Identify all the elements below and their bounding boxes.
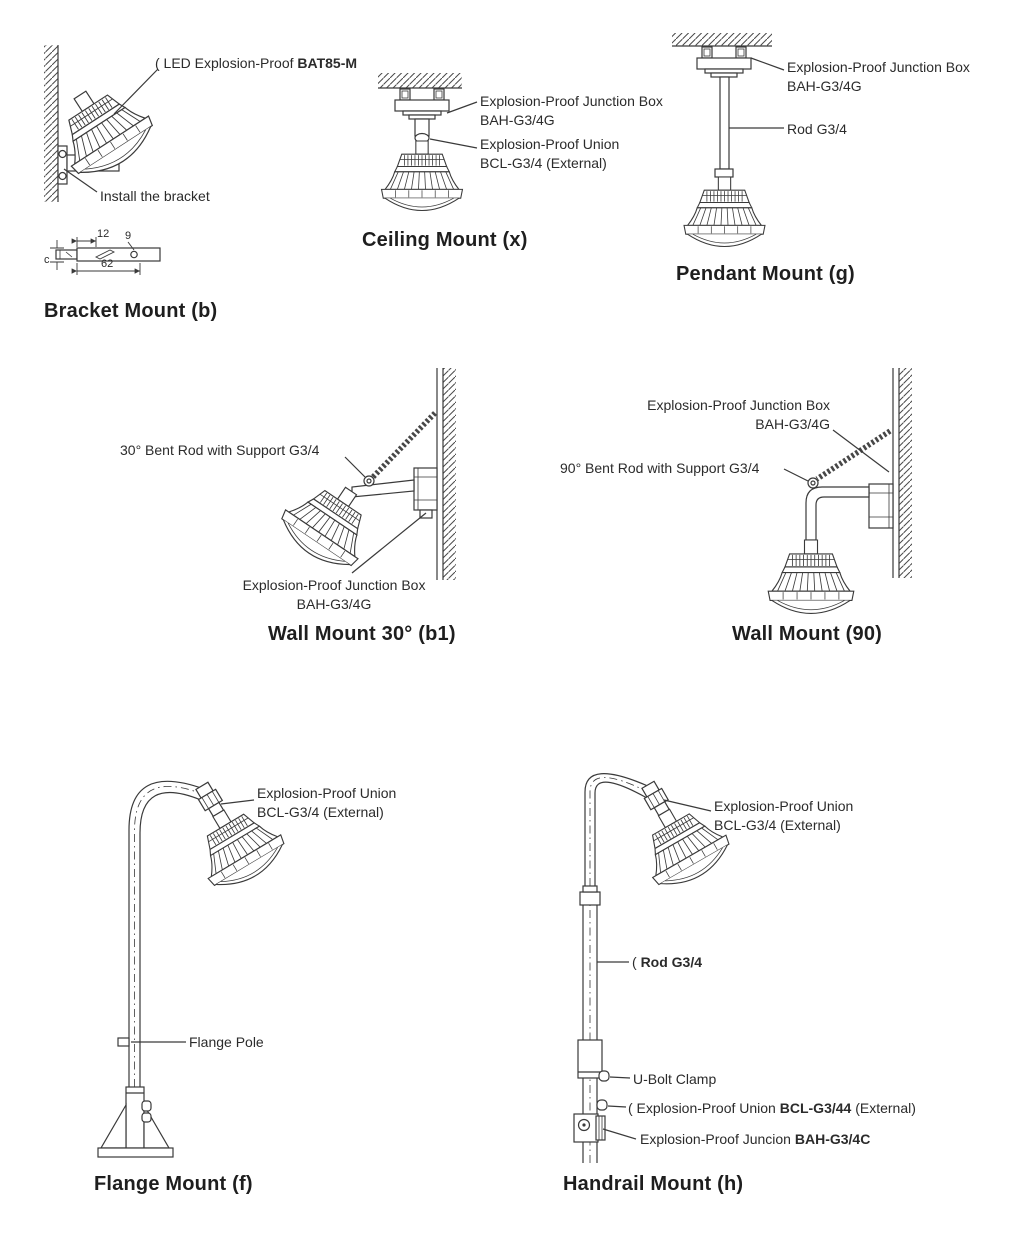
label-handrail-union: Explosion-Proof Union BCL-G3/4 (External… [714,797,853,835]
figure-title-wall-mount-90: Wall Mount (90) [732,623,883,645]
figure-title-ceiling-mount: Ceiling Mount (x) [362,229,528,251]
label-pendant-junction-box: Explosion-Proof Junction Box BAH-G3/4G [787,58,970,96]
dim-12: 12 [97,228,110,240]
ceiling-mount-drawing [378,73,478,212]
label-handrail-union-line2: BCL-G3/4 (External) [714,817,841,833]
label-handrail-union-line1: Explosion-Proof Union [714,798,854,814]
label-handrail-union2: ( Explosion-Proof Union BCL-G3/44 (Exter… [628,1099,916,1118]
dim-62: 62 [101,258,114,270]
label-handrail-rod: ( Rod G3/4 [632,953,702,972]
label-handrail-rod-text: Rod G3/4 [640,954,703,970]
label-led-fixture-model: BAT85-M [297,55,358,71]
label-flange-union: Explosion-Proof Union BCL-G3/4 (External… [257,784,396,822]
label-wall30-junction-line1: Explosion-Proof Junction Box [242,577,426,593]
label-handrail-junction-box: Explosion-Proof Juncion BAH-G3/4C [640,1130,870,1149]
label-wall90-junction-line1: Explosion-Proof Junction Box [647,397,830,413]
label-flange-union-line1: Explosion-Proof Union [257,785,397,801]
label-handrail-union2-prefix: ( Explosion-Proof Union [628,1100,780,1116]
label-led-fixture-text: ( LED Explosion-Proof [155,55,298,71]
label-ceiling-junction-line1: Explosion-Proof Junction Box [480,93,663,109]
label-handrail-junction-prefix: Explosion-Proof Juncion [640,1131,795,1147]
label-ceiling-union-line2: BCL-G3/4 (External) [480,155,607,171]
figure-title-bracket-mount: Bracket Mount (b) [44,300,218,322]
label-ceiling-junction-line2: BAH-G3/4G [480,112,555,128]
label-wall30-bent-rod: 30° Bent Rod with Support G3/4 [120,442,320,458]
label-handrail-rod-prefix: ( [632,954,641,970]
label-wall30-junction-box: Explosion-Proof Junction Box BAH-G3/4G [233,576,435,614]
label-install-bracket: Install the bracket [100,188,210,204]
figure-title-flange-mount: Flange Mount (f) [94,1173,253,1195]
flange-mount-drawing [97,780,293,1158]
bracket-mount-drawing [40,45,163,275]
label-ceiling-union-line1: Explosion-Proof Union [480,136,620,152]
handrail-mount-drawing [573,773,738,1163]
label-flange-pole: Flange Pole [189,1034,264,1050]
label-pendant-junction-line1: Explosion-Proof Junction Box [787,59,970,75]
label-ceiling-union: Explosion-Proof Union BCL-G3/4 (External… [480,135,619,173]
pendant-mount-drawing [672,33,785,248]
label-handrail-union2-model: BCL-G3/44 [779,1100,852,1116]
label-handrail-ubolt-clamp: U-Bolt Clamp [633,1071,717,1087]
dim-9: 9 [125,230,132,242]
label-pendant-junction-line2: BAH-G3/4G [787,78,862,94]
label-led-fixture: ( LED Explosion-Proof BAT85-M [155,54,357,73]
wall-mount-30-drawing [272,368,456,580]
wall-mount-90-drawing [767,368,912,615]
label-ceiling-junction-box: Explosion-Proof Junction Box BAH-G3/4G [480,92,663,130]
figure-title-wall-mount-30: Wall Mount 30° (b1) [268,623,456,645]
label-handrail-union2-suffix: (External) [851,1100,916,1116]
label-wall30-junction-line2: BAH-G3/4G [296,596,372,612]
label-flange-union-line2: BCL-G3/4 (External) [257,804,384,820]
label-handrail-junction-model: BAH-G3/4C [794,1131,871,1147]
label-wall90-junction-line2: BAH-G3/4G [755,416,830,432]
dim-c: c [44,254,50,266]
label-pendant-rod: Rod G3/4 [787,121,847,137]
figure-title-handrail-mount: Handrail Mount (h) [563,1173,744,1195]
label-wall90-bent-rod: 90° Bent Rod with Support G3/4 [560,460,760,476]
figure-title-pendant-mount: Pendant Mount (g) [676,263,855,285]
label-wall90-junction-box: Explosion-Proof Junction Box BAH-G3/4G [626,396,830,434]
